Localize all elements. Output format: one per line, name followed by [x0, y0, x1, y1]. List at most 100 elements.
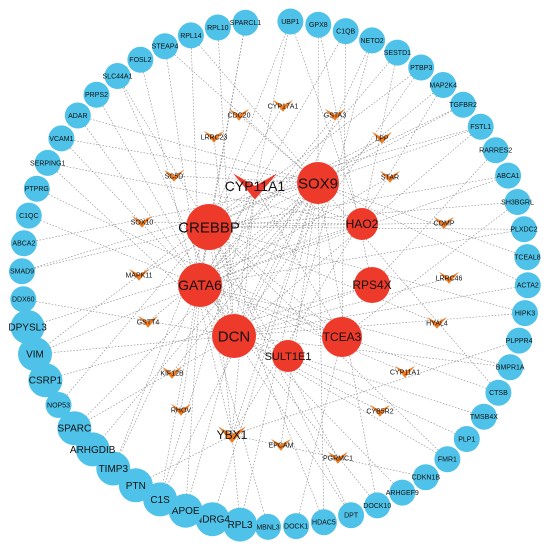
arrow-node-lpp[interactable]: LPP: [372, 131, 392, 144]
hub-node-tcea3[interactable]: TCEA3: [322, 317, 362, 357]
arrow-node-lrrc46[interactable]: LRRC46: [436, 271, 463, 284]
outer-node-dock10[interactable]: DOCK10: [363, 492, 391, 519]
outer-node-tceal8[interactable]: TCEAL8: [514, 244, 541, 271]
outer-node-mbnl3[interactable]: MBNL3: [255, 513, 281, 540]
outer-node-circle: [18, 337, 52, 372]
arrow-node-star[interactable]: STAR: [380, 170, 400, 183]
arrow-node-rhov[interactable]: RHOV: [171, 403, 192, 416]
arrow-node-cyp11a1[interactable]: CYP11A1: [390, 365, 420, 378]
arrow-node-label: CYB5R2: [366, 409, 393, 416]
outer-node-apoe[interactable]: APOE: [168, 493, 203, 528]
outer-node-arhgef9[interactable]: ARHGEF9: [386, 479, 419, 506]
arrow-node-gstt4[interactable]: GSTT4: [137, 315, 160, 328]
outer-node-bmpr1a[interactable]: BMPR1A: [496, 354, 525, 381]
outer-node-ddx60[interactable]: DDX60: [10, 286, 37, 313]
outer-node-dock1[interactable]: DOCK1: [283, 513, 310, 540]
outer-node-circle: [512, 300, 538, 327]
outer-node-smad9[interactable]: SMAD9: [9, 258, 35, 285]
outer-node-hipk3[interactable]: HIPK3: [512, 300, 538, 327]
outer-node-label: PTBP3: [410, 65, 432, 72]
outer-node-sh3bgrl[interactable]: SH3BGRL: [501, 189, 534, 215]
arrow-node-lrrc23[interactable]: LRRC23: [201, 130, 228, 143]
outer-node-tmsb4x[interactable]: TMSB4X: [470, 403, 498, 430]
outer-node-circle: [497, 354, 524, 381]
outer-node-vcam1[interactable]: VCAM1: [48, 125, 75, 152]
outer-node-dpysl3[interactable]: DPYSL3: [8, 310, 47, 344]
outer-node-cdkn1b[interactable]: CDKN1B: [412, 464, 441, 491]
hub-node-dcn[interactable]: DCN: [212, 314, 256, 358]
outer-node-sestd1[interactable]: SESTD1: [384, 39, 411, 66]
outer-node-rpl14[interactable]: RPL14: [177, 22, 204, 49]
outer-node-abca2[interactable]: ABCA2: [10, 230, 37, 257]
hub-node-hao2[interactable]: HAO2: [346, 208, 379, 240]
arrow-node-mapk11[interactable]: MAPK11: [125, 268, 153, 281]
outer-node-dpt[interactable]: DPT: [338, 502, 365, 529]
outer-node-fstl1[interactable]: FSTL1: [467, 113, 494, 140]
arrow-node-cyb5r2[interactable]: CYB5R2: [366, 404, 394, 417]
hub-node-rps4x[interactable]: RPS4X: [352, 267, 392, 303]
outer-node-fosl2[interactable]: FOSL2: [127, 46, 154, 73]
outer-node-label: SPARCL1: [230, 20, 261, 27]
outer-node-abca1[interactable]: ABCA1: [495, 162, 522, 189]
arrow-node-pgrmc1[interactable]: PGRMC1: [323, 451, 353, 464]
outer-node-acta2[interactable]: ACTA2: [514, 272, 541, 299]
outer-node-ndrg4[interactable]: NDRG4: [195, 502, 230, 537]
outer-node-fmr1[interactable]: FMR1: [434, 446, 461, 473]
hub-node-label: RPS4X: [352, 278, 391, 292]
outer-node-circle: [359, 27, 386, 54]
hub-node-crebbp[interactable]: CREBBP: [178, 204, 240, 250]
hub-node-sox9[interactable]: SOX9: [297, 162, 339, 204]
outer-node-steap4[interactable]: STEAP4: [152, 33, 179, 60]
outer-node-rpl3[interactable]: RPL3: [223, 507, 258, 542]
outer-node-csrp1[interactable]: CSRP1: [28, 363, 63, 398]
outer-node-plp1[interactable]: PLP1: [453, 426, 480, 452]
outer-node-label: ABCA2: [12, 241, 35, 248]
outer-node-circle: [10, 310, 45, 344]
outer-node-c1qb[interactable]: C1QB: [332, 18, 359, 45]
arrow-node-cdc20[interactable]: CDC20: [228, 108, 251, 121]
outer-node-rarres2[interactable]: RARRES2: [479, 137, 512, 164]
arrow-node-kif12b[interactable]: KIF12B: [160, 366, 184, 379]
outer-node-map2k4[interactable]: MAP2K4: [429, 72, 457, 98]
outer-node-vim[interactable]: VIM: [18, 337, 52, 372]
outer-node-plxdc2[interactable]: PLXDC2: [510, 216, 538, 243]
outer-node-gpx8[interactable]: GPX8: [305, 11, 332, 38]
outer-node-plppr4[interactable]: PLPPR4: [506, 327, 533, 354]
outer-node-ubp1[interactable]: UBP1: [277, 8, 304, 35]
outer-node-hdac5[interactable]: HDAC5: [310, 509, 337, 536]
outer-node-circle: [467, 113, 494, 140]
hub-node-ybx1[interactable]: YBX1: [217, 426, 248, 443]
hub-node-gata6[interactable]: GATA6: [178, 263, 222, 307]
arrow-node-hyal4[interactable]: HYAL4: [426, 316, 448, 329]
outer-node-prps2[interactable]: PRPS2: [83, 81, 110, 108]
outer-node-ptbp3[interactable]: PTBP3: [408, 54, 435, 81]
arrow-node-cyp17a1[interactable]: CYP17A1: [268, 99, 299, 112]
outer-node-serping1[interactable]: SERPING1: [30, 149, 66, 176]
arrow-node-comp[interactable]: COMP: [434, 216, 455, 229]
outer-node-label: PLPPR4: [506, 338, 533, 345]
arrow-node-sox10[interactable]: SOX10: [131, 215, 154, 228]
outer-node-sparcl1[interactable]: SPARCL1: [230, 9, 261, 36]
outer-node-sparc[interactable]: SPARC: [57, 411, 92, 446]
outer-node-rpl10[interactable]: RPL10: [204, 14, 231, 41]
outer-node-adar[interactable]: ADAR: [64, 102, 91, 129]
outer-node-c1qc[interactable]: C1QC: [15, 202, 42, 229]
outer-node-circle: [10, 286, 37, 313]
edge-DPT-CREBBP: [208, 226, 352, 516]
arrow-node-label: SC5D: [165, 174, 184, 181]
outer-node-neto2[interactable]: NETO2: [359, 27, 386, 54]
outer-node-circle: [408, 54, 435, 81]
outer-node-ptprg[interactable]: PTPRG: [23, 175, 50, 202]
arrow-node-gsta3[interactable]: GSTA3: [324, 108, 347, 121]
hub-node-sult1e1[interactable]: SULT1E1: [265, 340, 312, 372]
outer-node-tgfbr2[interactable]: TGFBR2: [449, 91, 477, 118]
outer-node-slc44a1[interactable]: SLC44A1: [103, 63, 133, 89]
arrow-node-epcam[interactable]: EPCAM: [269, 438, 294, 451]
arrow-node-sc5d[interactable]: SC5D: [164, 169, 184, 182]
center-arrow-node[interactable]: CYP11A1: [225, 173, 286, 200]
hub-node-label: TCEA3: [323, 330, 362, 344]
outer-node-label: RPL10: [207, 25, 229, 32]
outer-node-nop53[interactable]: NOP53: [45, 392, 72, 418]
arrow-node-label: CDC20: [228, 113, 251, 120]
outer-node-ctsb[interactable]: CTSB: [485, 379, 512, 406]
